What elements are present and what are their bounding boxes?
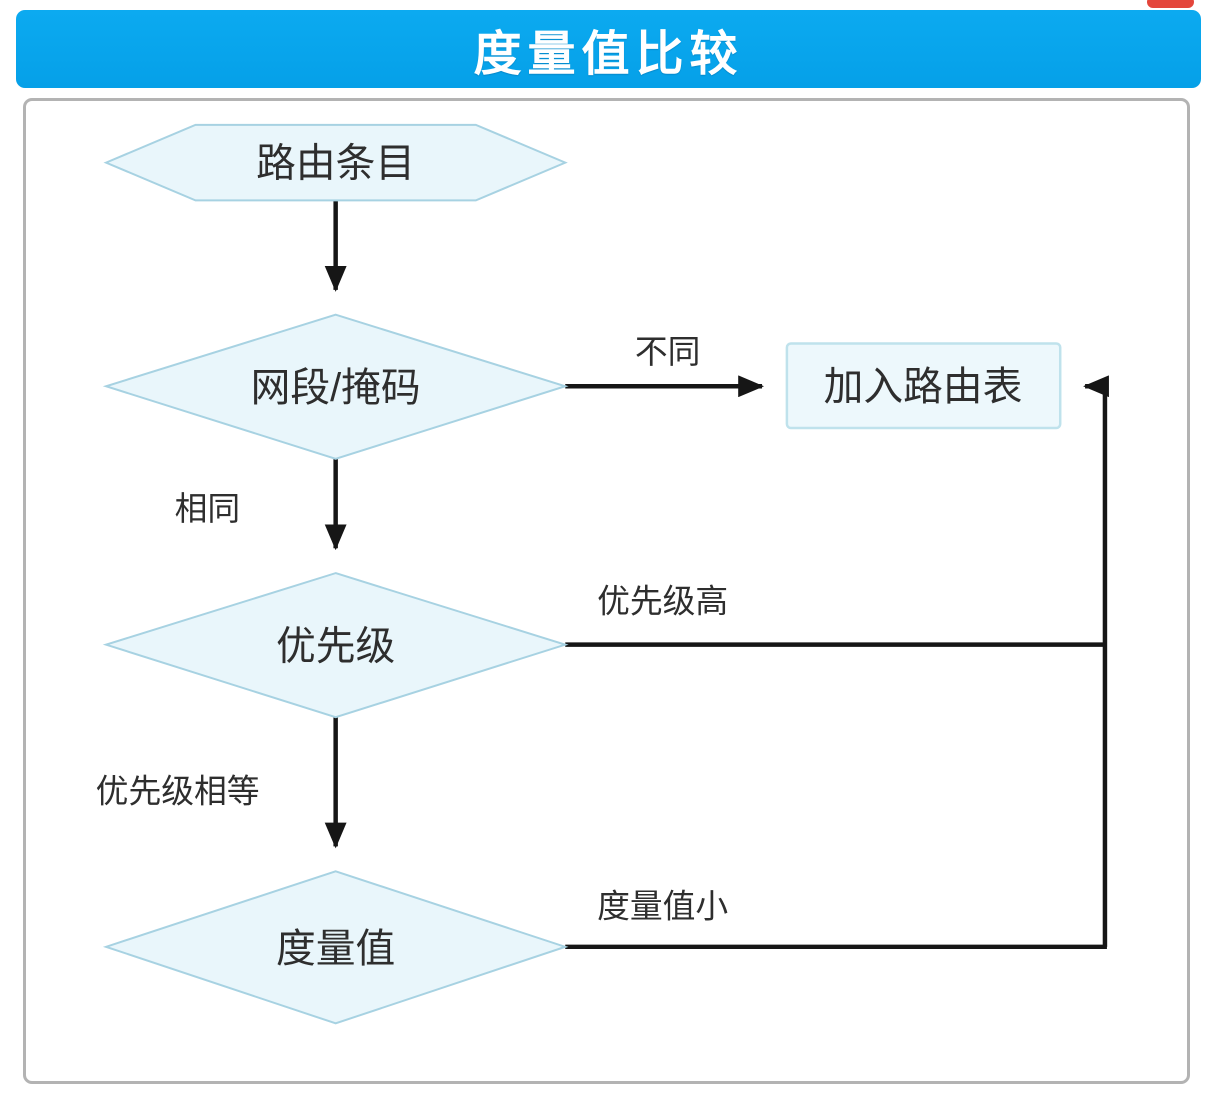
metric-diamond xyxy=(102,870,569,1025)
page-title: 度量值比较 xyxy=(473,28,744,81)
red-badge xyxy=(1147,0,1194,8)
edge-label-metric-small: 度量值小 xyxy=(597,888,728,925)
edge-label-same: 相同 xyxy=(175,490,241,527)
priority-diamond xyxy=(102,572,569,719)
flowchart-panel: 路由条目 网段/掩码 加入路由表 优先级 度量值 不同 相同 优先级高 优先级相… xyxy=(23,98,1190,1084)
add-route-label: 加入路由表 xyxy=(824,365,1023,409)
title-bar: 度量值比较 xyxy=(16,10,1201,88)
network-mask-label: 网段/掩码 xyxy=(251,366,421,410)
loop-line-to-add xyxy=(1083,375,1109,947)
start-hexagon-label: 路由条目 xyxy=(256,142,415,186)
network-mask-diamond xyxy=(102,313,569,460)
edge-label-priority-high: 优先级高 xyxy=(597,582,728,619)
priority-label: 优先级 xyxy=(276,625,395,669)
start-hexagon xyxy=(103,123,568,202)
edge-label-different: 不同 xyxy=(635,333,701,370)
add-route-rect xyxy=(785,342,1062,430)
metric-label: 度量值 xyxy=(276,927,395,971)
edge-label-priority-equal: 优先级相等 xyxy=(96,772,260,809)
flowchart-canvas: 路由条目 网段/掩码 加入路由表 优先级 度量值 不同 相同 优先级高 优先级相… xyxy=(96,123,1109,1025)
